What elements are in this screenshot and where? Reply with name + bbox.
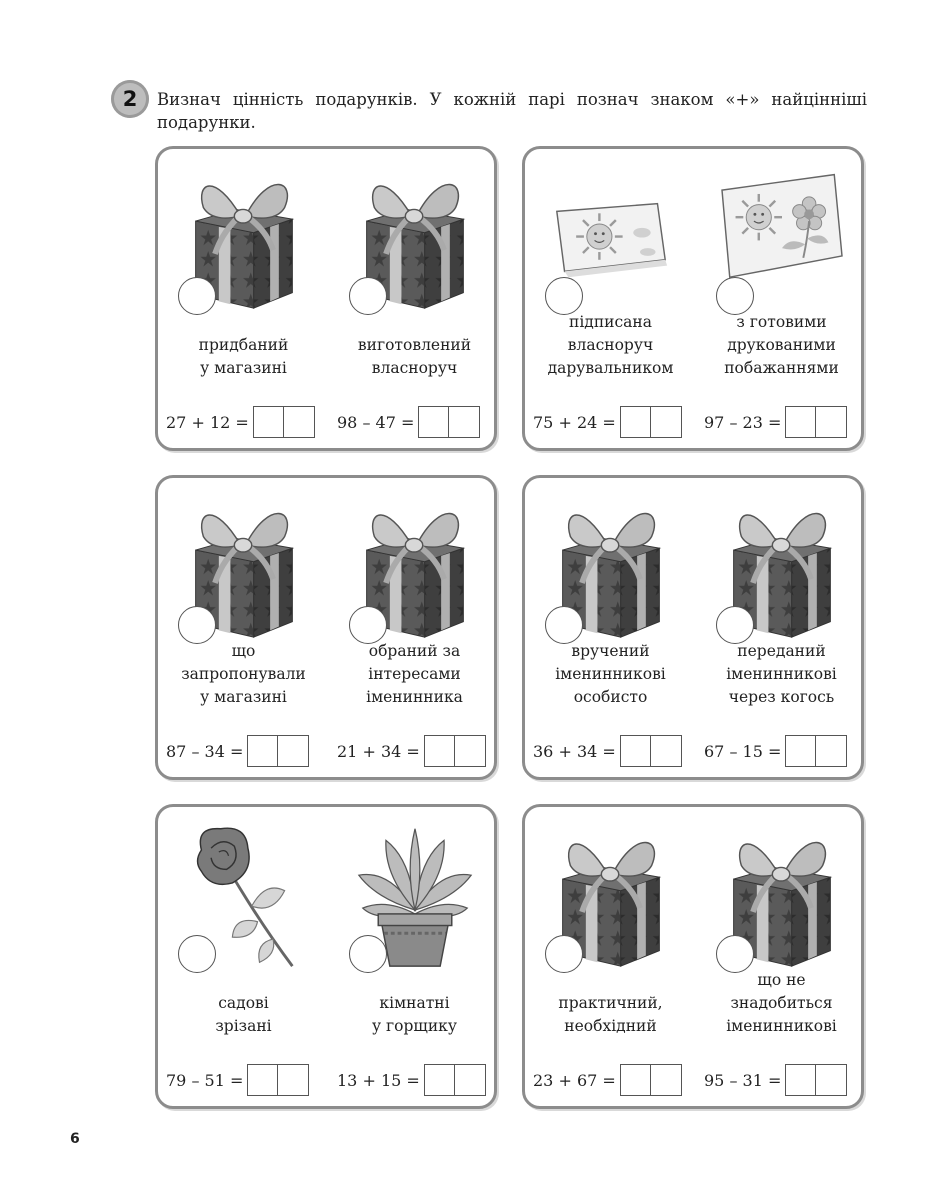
expression-text: 13 + 15 = xyxy=(337,1070,420,1090)
answer-ones-box[interactable] xyxy=(816,406,848,438)
gift-caption: кімнатні у горщику xyxy=(372,994,457,1035)
expression-text: 21 + 34 = xyxy=(337,741,420,761)
math-expression: 75 + 24 = xyxy=(533,404,682,440)
gift-option: вручений іменинникові особисто 36 + 34 = xyxy=(525,478,696,777)
gift-option: придбаний у магазині 27 + 12 = xyxy=(158,149,329,448)
gift-option: що запропонували у магазині 87 – 34 = xyxy=(158,478,329,777)
math-expression: 23 + 67 = xyxy=(533,1062,682,1098)
gift-caption: практичний, необхідний xyxy=(558,994,663,1035)
gift-caption: вручений іменинникові особисто xyxy=(555,642,666,706)
gift-pair-card: вручений іменинникові особисто 36 + 34 =… xyxy=(522,475,864,780)
expression-text: 97 – 23 = xyxy=(704,412,782,432)
gift-caption: підписана власноруч дарувальником xyxy=(547,313,674,377)
answer-ones-box[interactable] xyxy=(816,1064,848,1096)
answer-tens-box[interactable] xyxy=(619,1064,651,1096)
answer-ones-box[interactable] xyxy=(454,1064,486,1096)
task-number-badge: 2 xyxy=(111,80,149,118)
answer-tens-box[interactable] xyxy=(619,735,651,767)
math-expression: 97 – 23 = xyxy=(704,404,848,440)
plus-mark-circle[interactable] xyxy=(716,935,754,973)
task-number: 2 xyxy=(122,87,138,111)
gift-pair-card: практичний, необхідний 23 + 67 = що не з… xyxy=(522,804,864,1109)
answer-tens-box[interactable] xyxy=(785,735,817,767)
gift-pair-card: підписана власноруч дарувальником 75 + 2… xyxy=(522,146,864,451)
gift-caption: що запропонували у магазині xyxy=(181,642,306,706)
math-expression: 79 – 51 = xyxy=(166,1062,310,1098)
plus-mark-circle[interactable] xyxy=(349,935,387,973)
answer-tens-box[interactable] xyxy=(247,735,279,767)
sun-flower-card-icon xyxy=(721,173,843,279)
expression-text: 67 – 15 = xyxy=(704,741,782,761)
gift-option: підписана власноруч дарувальником 75 + 2… xyxy=(525,149,696,448)
gift-caption: переданий іменинникові через когось xyxy=(726,642,837,706)
expression-text: 95 – 31 = xyxy=(704,1070,782,1090)
math-expression: 21 + 34 = xyxy=(337,733,486,769)
answer-ones-box[interactable] xyxy=(816,735,848,767)
expression-text: 79 – 51 = xyxy=(166,1070,244,1090)
gift-pair-card: садові зрізані 79 – 51 = кімн xyxy=(155,804,497,1109)
math-expression: 13 + 15 = xyxy=(337,1062,486,1098)
plus-mark-circle[interactable] xyxy=(349,277,387,315)
answer-tens-box[interactable] xyxy=(423,735,455,767)
answer-tens-box[interactable] xyxy=(423,1064,455,1096)
answer-ones-box[interactable] xyxy=(650,406,682,438)
gift-pair-card: придбаний у магазині 27 + 12 = виготовле… xyxy=(155,146,497,451)
gift-option: переданий іменинникові через когось 67 –… xyxy=(696,478,867,777)
potted-plant-icon xyxy=(357,828,473,967)
answer-tens-box[interactable] xyxy=(785,1064,817,1096)
math-expression: 36 + 34 = xyxy=(533,733,682,769)
answer-ones-box[interactable] xyxy=(454,735,486,767)
page-number: 6 xyxy=(70,1131,80,1147)
plus-mark-circle[interactable] xyxy=(178,935,216,973)
gift-option: обраний за інтересами іменинника 21 + 34… xyxy=(329,478,500,777)
answer-ones-box[interactable] xyxy=(449,406,481,438)
plus-mark-circle[interactable] xyxy=(545,935,583,973)
gift-caption: обраний за інтересами іменинника xyxy=(366,642,463,706)
expression-text: 23 + 67 = xyxy=(533,1070,616,1090)
gift-caption: виготовлений власноруч xyxy=(357,336,472,377)
answer-tens-box[interactable] xyxy=(785,406,817,438)
answer-tens-box[interactable] xyxy=(247,1064,279,1096)
expression-text: 75 + 24 = xyxy=(533,412,616,432)
plus-mark-circle[interactable] xyxy=(716,606,754,644)
answer-ones-box[interactable] xyxy=(650,1064,682,1096)
math-expression: 95 – 31 = xyxy=(704,1062,848,1098)
plus-mark-circle[interactable] xyxy=(545,277,583,315)
plus-mark-circle[interactable] xyxy=(349,606,387,644)
gift-option: що не знадобиться іменинникові 95 – 31 = xyxy=(696,807,867,1106)
answer-ones-box[interactable] xyxy=(278,735,310,767)
rose-icon xyxy=(196,827,294,968)
gift-option: кімнатні у горщику 13 + 15 = xyxy=(329,807,500,1106)
math-expression: 27 + 12 = xyxy=(166,404,315,440)
gift-caption: садові зрізані xyxy=(215,994,272,1035)
answer-tens-box[interactable] xyxy=(418,406,450,438)
sun-card-icon xyxy=(555,202,668,278)
answer-tens-box[interactable] xyxy=(619,406,651,438)
math-expression: 87 – 34 = xyxy=(166,733,310,769)
gift-option: виготовлений власноруч 98 – 47 = xyxy=(329,149,500,448)
gift-option: практичний, необхідний 23 + 67 = xyxy=(525,807,696,1106)
gift-caption: з готовими друкованими побажаннями xyxy=(724,313,839,377)
expression-text: 36 + 34 = xyxy=(533,741,616,761)
math-expression: 98 – 47 = xyxy=(337,404,481,440)
gift-caption: що не знадобиться іменинникові xyxy=(726,971,837,1035)
answer-ones-box[interactable] xyxy=(283,406,315,438)
plus-mark-circle[interactable] xyxy=(545,606,583,644)
expression-text: 98 – 47 = xyxy=(337,412,415,432)
expression-text: 27 + 12 = xyxy=(166,412,249,432)
task-instruction: Визнач цінність подарунків. У кожній пар… xyxy=(157,90,867,132)
plus-mark-circle[interactable] xyxy=(178,606,216,644)
plus-mark-circle[interactable] xyxy=(178,277,216,315)
answer-tens-box[interactable] xyxy=(252,406,284,438)
answer-ones-box[interactable] xyxy=(278,1064,310,1096)
gift-option: з готовими друкованими побажаннями 97 – … xyxy=(696,149,867,448)
gift-option: садові зрізані 79 – 51 = xyxy=(158,807,329,1106)
math-expression: 67 – 15 = xyxy=(704,733,848,769)
plus-mark-circle[interactable] xyxy=(716,277,754,315)
gift-pair-card: що запропонували у магазині 87 – 34 = об… xyxy=(155,475,497,780)
answer-ones-box[interactable] xyxy=(650,735,682,767)
gift-caption: придбаний у магазині xyxy=(198,336,289,377)
expression-text: 87 – 34 = xyxy=(166,741,244,761)
